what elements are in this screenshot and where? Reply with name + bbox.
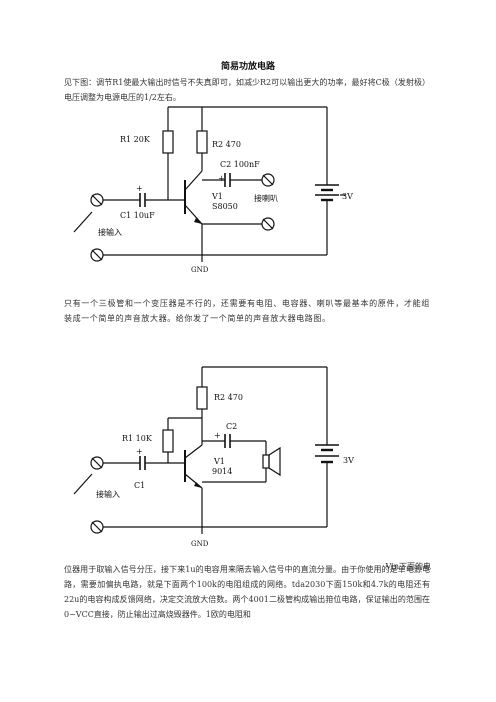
circuit1-c2-label: C2 100nF [220,160,260,169]
circuit2-c2-plus: + [214,431,221,440]
document-title: 简易功放电路 [220,62,275,72]
circuit1-c1-label: C1 10uF [120,211,155,220]
circuit2-r2-label: R2 470 [214,393,243,402]
paragraph-intro: 见下图：调节R1使最大输出时信号不失真即可，如减少R2可以输出更大的功率，最好将… [64,78,430,102]
circuit2-v1-label: V1 [213,457,225,466]
circuit2-gnd-label: GND [191,540,209,548]
circuit1-c1-plus: + [136,184,143,193]
circuit2-input-label: 接输入 [96,489,120,499]
circuit2-c2-label: C2 [226,422,237,431]
circuit2-v1-model: 9014 [212,467,232,476]
circuit1-gnd-label: GND [191,266,209,274]
circuit2-c1-label: C1 [134,481,145,490]
circuit1-r2-label: R2 470 [212,140,241,149]
circuit1-v1-model: S8050 [212,202,238,211]
circuit1-supply-label: 3V [342,192,353,201]
paragraph-explanation: 位器用于取输入信号分压，接下来1u的电容用来隔去输入信号中的直流分量。由于你使用… [64,565,430,619]
paragraph-description: 只有一个三极管和一个变压器是不行的，还需要有电阻、电容器、喇叭等最基本的原件，才… [64,299,430,323]
circuit1-speaker-label: 接喇叭 [254,193,278,203]
vin-note: Vin下面的电 [385,562,431,571]
circuit1-r1-label: R1 20K [120,135,151,144]
circuit2-supply-label: 3V [343,456,354,465]
circuit1-v1-label: V1 [211,192,223,201]
circuit1-c2-plus: + [218,174,225,183]
circuit2-r1-label: R1 10K [122,434,153,443]
circuit2-c1-plus: + [136,447,143,456]
circuit1-input-label: 接输入 [98,227,122,237]
